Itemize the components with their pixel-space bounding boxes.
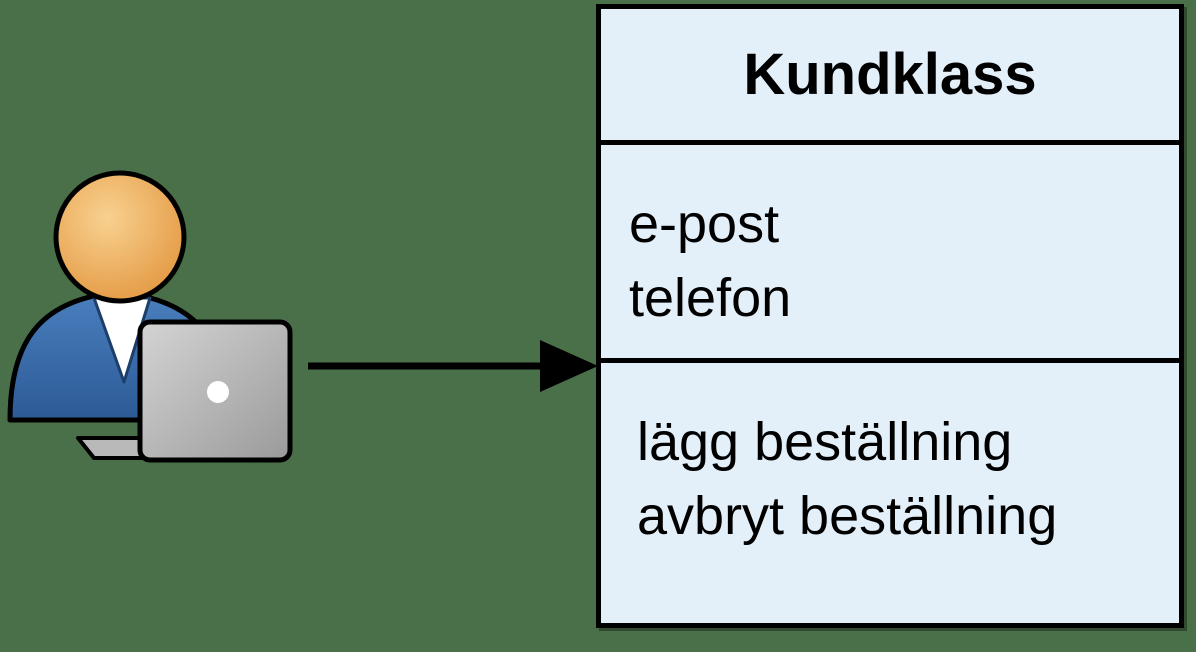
attribute-phone: telefon	[629, 268, 792, 328]
class-operations: lägg beställning avbryt beställning	[601, 363, 1179, 623]
class-name: Kundklass	[601, 9, 1179, 145]
arrow-head	[540, 340, 598, 392]
operation-place-order: lägg beställning	[637, 412, 1013, 472]
user-with-laptop-icon	[7, 170, 293, 463]
uml-class-box: Kundklass e-post telefon lägg beställnin…	[596, 4, 1184, 628]
class-attributes: e-post telefon	[601, 145, 1179, 363]
attribute-email: e-post	[629, 194, 780, 254]
laptop-logo	[207, 381, 229, 403]
association-arrow	[308, 340, 598, 392]
operation-cancel-order: avbryt beställning	[637, 486, 1058, 546]
user-head	[53, 170, 187, 304]
